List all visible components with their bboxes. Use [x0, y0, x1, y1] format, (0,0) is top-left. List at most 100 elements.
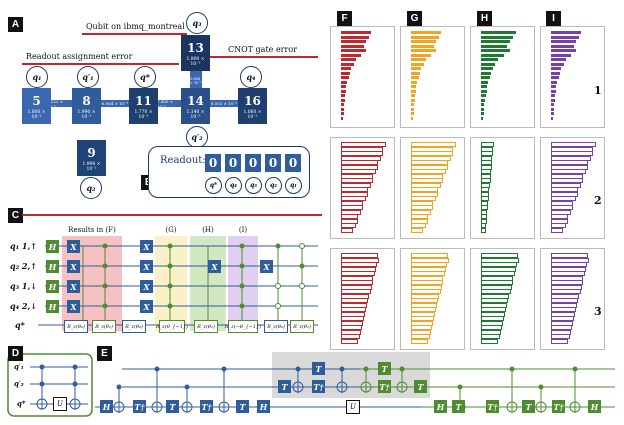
chart-bar [551, 31, 581, 34]
chart-bar [341, 80, 347, 84]
t-dagger-gate: T† [378, 380, 391, 393]
rz-gate: R_z(θ₀) [122, 320, 146, 333]
t-gate: T [378, 362, 391, 375]
chart-bar [551, 35, 579, 39]
h-gate: H [588, 400, 601, 413]
h-gate: H [100, 400, 113, 413]
callout-readout-error: Readout assignment error [26, 52, 133, 61]
rz-gate: R_z(θ₁) [194, 320, 218, 333]
chart-bar [411, 67, 421, 70]
x-gate: X [67, 280, 80, 293]
chart-bar [411, 53, 431, 57]
wire-label-q3: q₃ 1,↓ [10, 281, 37, 291]
chart-bar [341, 31, 371, 34]
chart-bar [481, 62, 496, 66]
qubit-role-qstar: q* [134, 66, 156, 88]
bar-chart-panel [400, 248, 465, 350]
u-gate: U [53, 397, 67, 411]
t-gate: T [452, 400, 465, 413]
x-gate: X [208, 260, 221, 273]
chart-bar [481, 76, 490, 79]
bar-chart-panel [470, 248, 535, 350]
chart-bar [551, 107, 554, 111]
section-label-f: Results in (F) [68, 226, 116, 234]
chart-bar [551, 62, 564, 66]
qubit-role-q4: q₄ [240, 66, 262, 88]
chart-bar [341, 76, 349, 79]
callout-qubit: Qubit on ibmq_montreal [86, 22, 185, 31]
qubit-role-q3: q₃ [186, 12, 208, 34]
link-14-16: 8.551 × 10⁻³ [210, 100, 238, 107]
chart-bar [411, 49, 436, 52]
callout-line-cnot [208, 56, 318, 58]
x-gate: X [67, 260, 80, 273]
chart-bar [481, 94, 486, 97]
chart-bar [411, 338, 428, 344]
chart-bar [551, 53, 571, 57]
t-dagger-gate: T† [200, 400, 213, 413]
chart-bar [411, 76, 419, 79]
bar-chart-panel [470, 26, 535, 128]
chart-bar [481, 116, 484, 120]
h-gate: H [257, 400, 270, 413]
h-gate: H [46, 260, 59, 273]
link-8-11: 6.964 × 10⁻³ [100, 100, 130, 107]
chart-bar [411, 80, 417, 84]
chart-bar [341, 107, 344, 111]
u-gate: U [346, 400, 360, 414]
callout-line-readout [22, 63, 179, 65]
chart-bar [481, 338, 498, 344]
chart-bar [551, 94, 555, 97]
readout-qubit: q₃ [245, 177, 262, 194]
chart-bar [551, 85, 556, 88]
chart-bar [551, 67, 561, 70]
chart-bar [481, 71, 492, 75]
chart-bar [341, 62, 354, 66]
bar-chart-panel [540, 137, 605, 239]
chart-bar [551, 80, 557, 84]
wire-label-q1-prime: q′₁ [14, 362, 24, 371]
t-gate: T [312, 362, 325, 375]
chart-bar [551, 338, 568, 344]
readout-digit: 0 [225, 154, 241, 172]
chart-bar [551, 58, 566, 61]
chart-bar [341, 227, 353, 233]
chart-bar [411, 71, 420, 75]
chart-bar [551, 40, 576, 43]
readout-digit: 0 [265, 154, 281, 172]
readout-label: Readout: [160, 155, 206, 166]
wire-label-q2: q₂ 2,↑ [10, 261, 37, 271]
qubit-role-q2: q₂ [80, 177, 102, 199]
chart-bar [551, 76, 559, 79]
callout-cnot-error: CNOT gate error [228, 45, 297, 54]
row-number-3: 3 [594, 305, 602, 318]
link-5-8: 1.222 × 10⁻² [47, 99, 72, 109]
link-13-14: 5.888 × 10⁻³ [190, 70, 202, 92]
chart-bar [551, 103, 554, 106]
panel-label-g: G [407, 11, 422, 26]
h-gate: H [46, 300, 59, 313]
chart-bar [481, 35, 513, 39]
chart-bar [481, 112, 484, 115]
section-label-i: (I) [238, 226, 248, 234]
chart-bar [481, 58, 499, 61]
chart-bar [551, 71, 560, 75]
chart-bar [411, 89, 416, 93]
t-gate: T [278, 380, 291, 393]
chart-bar [551, 49, 576, 52]
x-gate: X [140, 240, 153, 253]
h-gate: H [46, 240, 59, 253]
bar-chart-panel [330, 137, 395, 239]
callout-line-qubit [82, 33, 187, 35]
panel-c-separator [22, 214, 322, 216]
t-dagger-gate: T† [312, 380, 325, 393]
chart-bar [411, 107, 414, 111]
t-dagger-gate: T† [486, 400, 499, 413]
readout-digit: 0 [285, 154, 301, 172]
panel-label-e: E [97, 346, 112, 361]
chart-bar [341, 94, 345, 97]
chart-bar [411, 62, 424, 66]
